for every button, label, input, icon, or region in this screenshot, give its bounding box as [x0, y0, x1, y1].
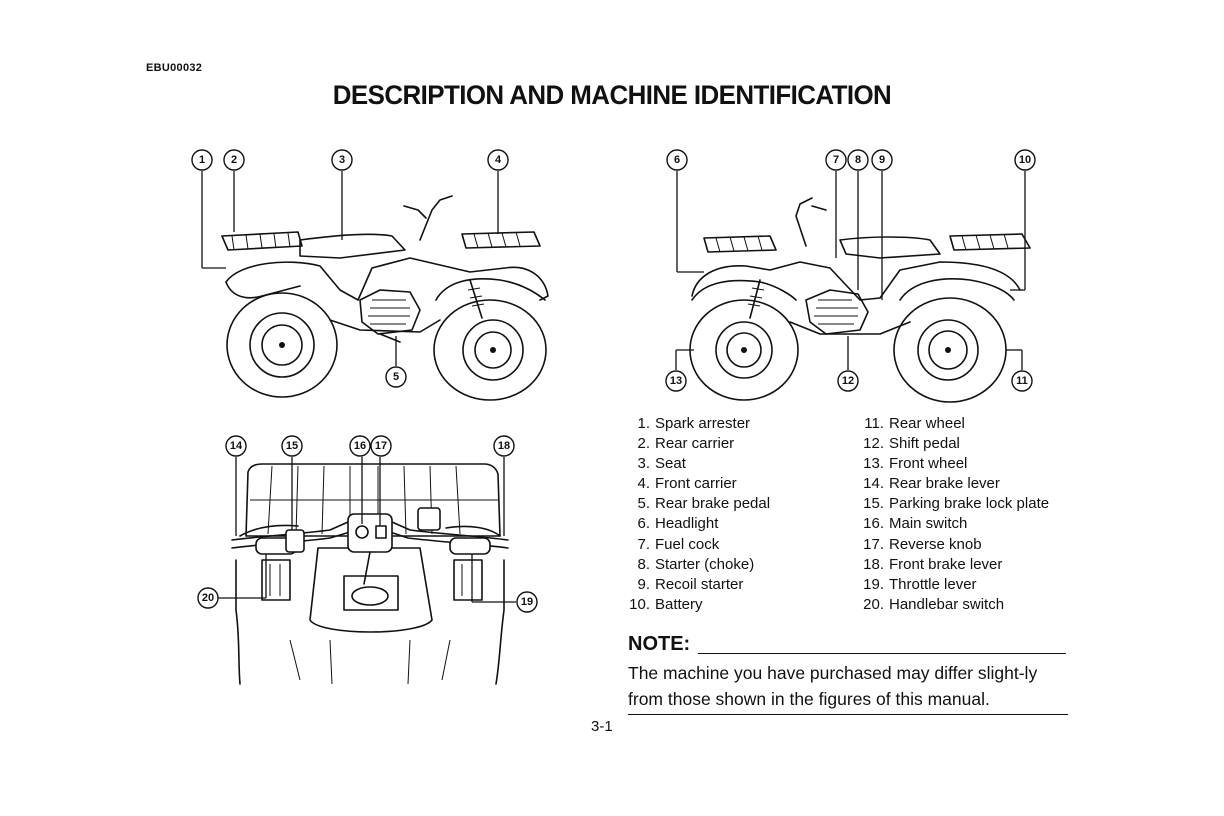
svg-text:10: 10 — [1019, 154, 1031, 166]
svg-text:12: 12 — [842, 375, 854, 387]
note-bottom-rule — [628, 714, 1068, 715]
callout-20: 20 — [197, 587, 219, 609]
legend-item: 11.Rear wheel — [864, 415, 965, 432]
legend-item: 5.Rear brake pedal — [637, 495, 771, 513]
svg-text:8: 8 — [855, 154, 861, 166]
svg-text:6: 6 — [674, 154, 680, 166]
svg-text:16: 16 — [354, 440, 366, 452]
svg-text:20: 20 — [202, 592, 214, 604]
callout-2: 2 — [223, 149, 245, 171]
callout-7: 7 — [825, 149, 847, 171]
parts-legend-right: 11.Rear wheel 12.Shift pedal 13.Front wh… — [862, 414, 1049, 615]
legend-item: 12.Shift pedal — [863, 435, 960, 453]
callout-5: 5 — [385, 366, 407, 388]
document-code: EBU00032 — [146, 62, 203, 74]
callout-11: 11 — [1011, 370, 1033, 392]
note-heading: NOTE: — [628, 633, 691, 655]
svg-text:4: 4 — [495, 154, 502, 166]
legend-item: 10.Battery — [629, 595, 703, 613]
svg-text:1: 1 — [199, 154, 205, 166]
svg-text:18: 18 — [498, 440, 510, 452]
handlebar-view-callouts: 14 15 16 17 18 19 20 — [197, 435, 538, 613]
atv-left-side-view — [221, 195, 549, 401]
legend-item: 18.Front brake lever — [863, 555, 1003, 573]
callout-8: 8 — [847, 149, 869, 171]
svg-text:13: 13 — [670, 375, 682, 387]
callout-1: 1 — [191, 149, 213, 171]
right-view-leaders — [675, 171, 1026, 370]
callout-9: 9 — [871, 149, 893, 171]
callout-14: 14 — [225, 435, 247, 457]
svg-text:15: 15 — [286, 440, 298, 452]
page-number: 3-1 — [591, 718, 613, 735]
callout-18: 18 — [493, 435, 515, 457]
right-view-callouts: 6 7 8 9 10 11 12 13 — [665, 149, 1036, 392]
callout-6: 6 — [666, 149, 688, 171]
callout-16: 16 — [349, 435, 371, 457]
legend-item: 16.Main switch — [863, 515, 968, 533]
callout-3: 3 — [331, 149, 353, 171]
legend-item: 19.Throttle lever — [863, 575, 977, 593]
callout-19: 19 — [516, 591, 538, 613]
note-text: The machine you have purchased may diffe… — [628, 663, 1038, 709]
note-heading-rule — [698, 653, 1066, 654]
atv-right-side-view — [689, 197, 1031, 403]
parts-legend-left: 1.Spark arrester 2.Rear carrier 3.Seat 4… — [628, 414, 770, 615]
svg-text:14: 14 — [230, 440, 243, 452]
legend-item: 1.Spark arrester — [637, 415, 751, 432]
callout-13: 13 — [665, 370, 687, 392]
svg-text:2: 2 — [231, 154, 237, 166]
svg-text:17: 17 — [375, 440, 387, 452]
legend-item: 8.Starter (choke) — [637, 555, 755, 573]
svg-text:5: 5 — [393, 371, 399, 383]
atv-handlebar-view — [231, 463, 509, 685]
svg-text:7: 7 — [833, 154, 839, 166]
left-view-callouts: 1 2 3 4 5 — [191, 149, 509, 388]
legend-item: 17.Reverse knob — [863, 535, 982, 553]
svg-text:3: 3 — [339, 154, 345, 166]
svg-text:9: 9 — [879, 154, 885, 166]
left-view-leaders — [201, 171, 499, 366]
legend-item: 15.Parking brake lock plate — [863, 495, 1050, 513]
callout-17: 17 — [370, 435, 392, 457]
handlebar-view-leaders — [218, 457, 516, 603]
svg-text:11: 11 — [1016, 375, 1028, 387]
legend-item: 4.Front carrier — [637, 475, 737, 493]
page-title: DESCRIPTION AND MACHINE IDENTIFICATION — [332, 80, 892, 110]
callout-4: 4 — [487, 149, 509, 171]
callout-15: 15 — [281, 435, 303, 457]
callout-10: 10 — [1014, 149, 1036, 171]
legend-item: 3.Seat — [637, 455, 686, 473]
callout-12: 12 — [837, 370, 859, 392]
svg-text:19: 19 — [521, 596, 533, 608]
legend-item: 6.Headlight — [637, 515, 719, 533]
legend-item: 20.Handlebar switch — [863, 595, 1005, 613]
legend-item: 2.Rear carrier — [637, 435, 735, 453]
legend-item: 14.Rear brake lever — [863, 475, 1000, 493]
legend-item: 13.Front wheel — [863, 455, 968, 473]
legend-item: 9.Recoil starter — [637, 575, 744, 593]
legend-item: 7.Fuel cock — [637, 535, 720, 553]
